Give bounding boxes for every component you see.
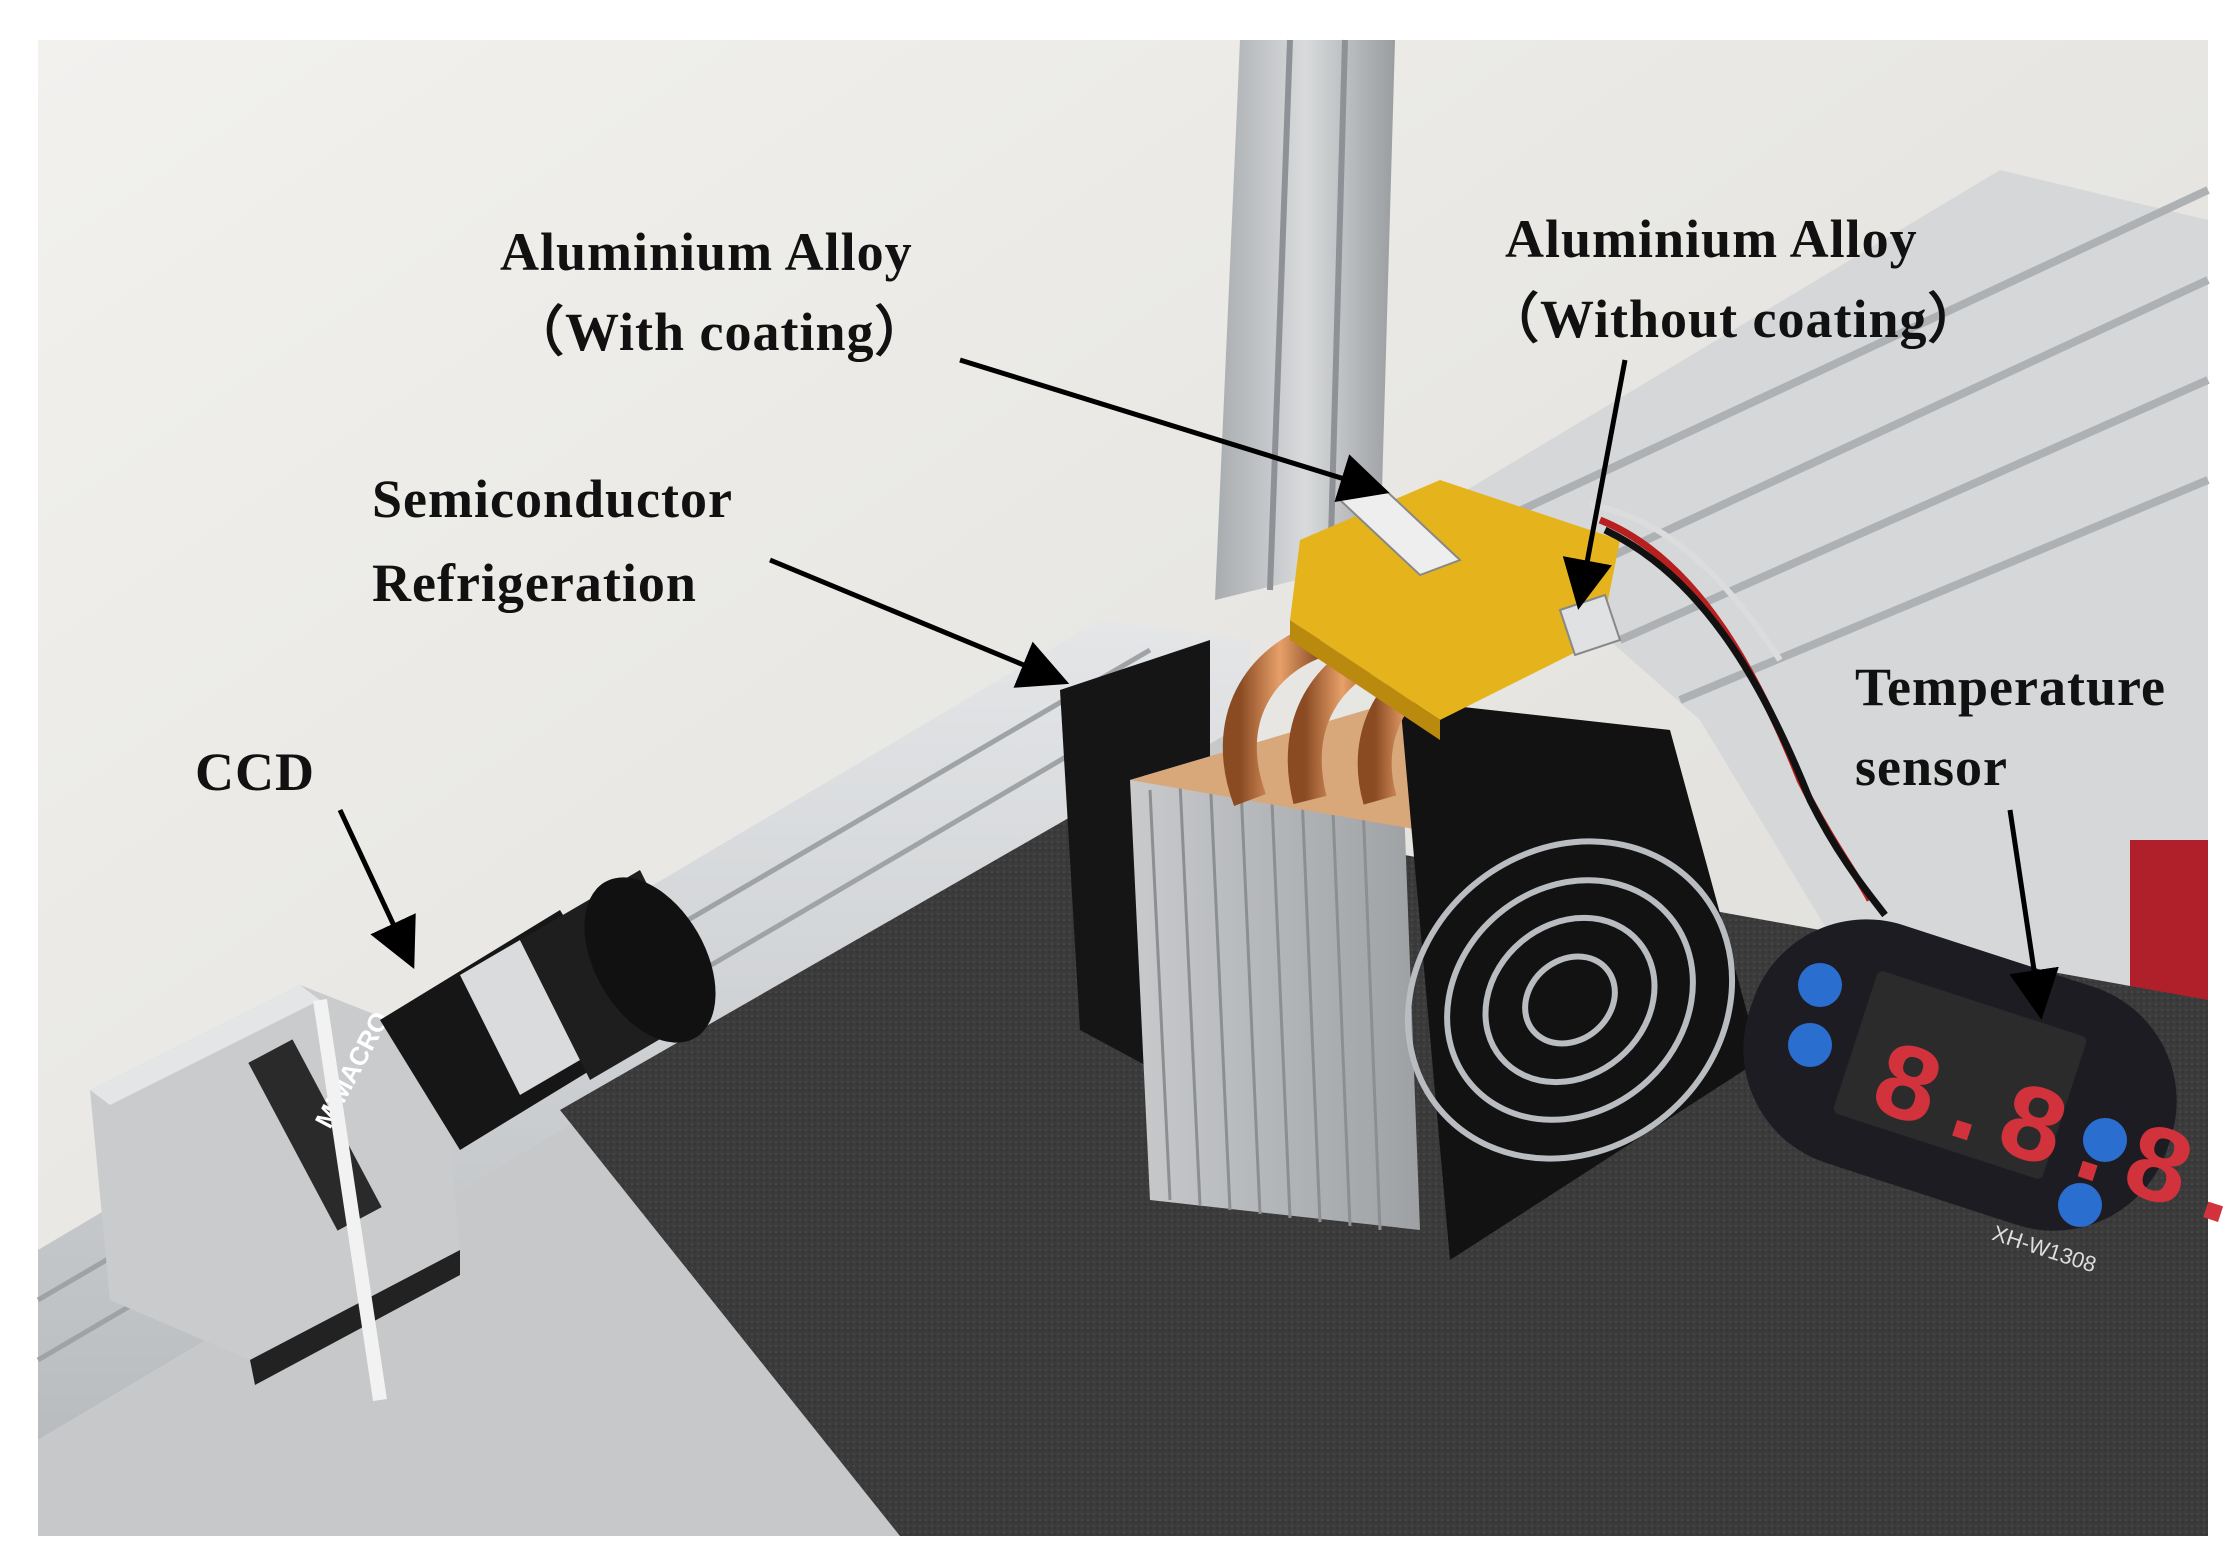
label-ccd-line1: CCD	[195, 742, 315, 802]
arrow-temp-sensor	[2007, 809, 2059, 1020]
label-refrigeration-line2: Refrigeration	[372, 553, 697, 613]
label-uncoated-alloy-line2: （Without coating）	[1485, 289, 1983, 349]
label-uncoated-alloy-line1: Aluminium Alloy	[1505, 209, 1918, 269]
label-coated-alloy: Aluminium Alloy （With coating）	[500, 225, 930, 359]
ccd-camera: MIMACRO	[90, 870, 716, 1402]
label-uncoated-alloy: Aluminium Alloy （Without coating）	[1485, 209, 1983, 346]
label-temp-sensor-line1: Temperature	[1855, 657, 2166, 717]
label-refrigeration-line1: Semiconductor	[372, 469, 733, 529]
photo-area: MIMACRO	[36, 39, 2226, 1536]
label-coated-alloy-line1: Aluminium Alloy	[500, 222, 913, 282]
label-coated-alloy-line2: （With coating）	[510, 302, 930, 362]
label-temp-sensor: Temperature sensor	[1855, 660, 2166, 794]
arrow-ccd	[337, 808, 416, 970]
right-rail-shelf	[1450, 170, 2210, 1050]
arrow-coated-alloy	[959, 357, 1390, 503]
label-ccd: CCD	[195, 745, 315, 799]
kapton-taped-plate	[1290, 480, 1620, 720]
label-refrigeration: Semiconductor Refrigeration	[372, 472, 733, 610]
callout-arrows	[337, 357, 2059, 1020]
label-temp-sensor-line2: sensor	[1855, 737, 2008, 797]
arrow-refrigeration	[769, 557, 1070, 688]
semiconductor-refrigeration-unit	[1060, 480, 1888, 1260]
arrow-uncoated-alloy	[1562, 359, 1628, 610]
